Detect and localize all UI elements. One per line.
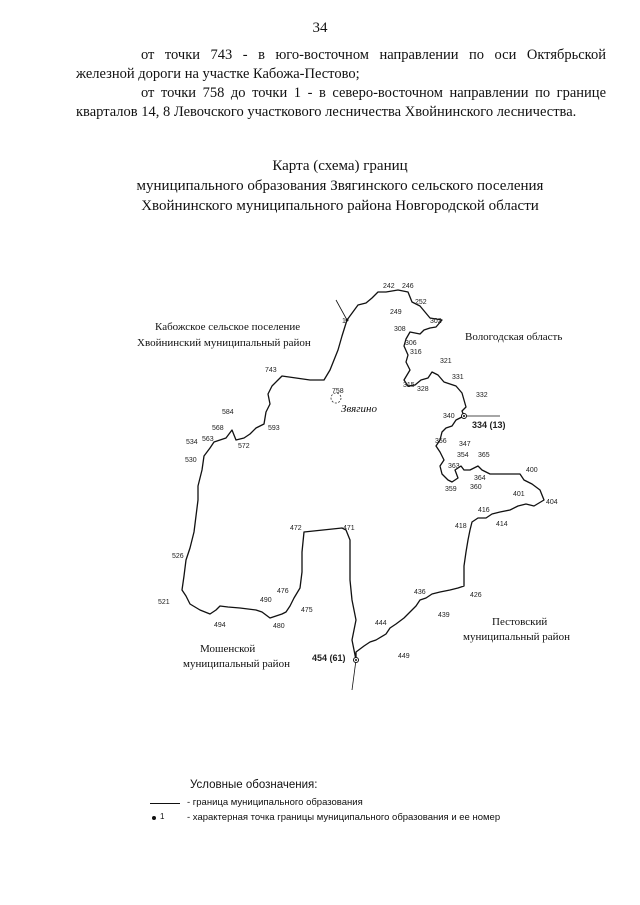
legend-point-number: 1 [160, 812, 165, 821]
point-label: 475 [301, 607, 313, 614]
municipal-boundary-line [181, 289, 545, 661]
point-label: 444 [375, 620, 387, 627]
point-label: 363 [448, 463, 460, 470]
point-label: 743 [265, 367, 277, 374]
point-label: 584 [222, 409, 234, 416]
point-label: 252 [415, 299, 427, 306]
map-title-line-3: Хвойнинского муниципального района Новго… [141, 198, 539, 214]
point-label: 328 [417, 386, 429, 393]
region-kabozha-line2: Хвойнинский муниципальный район [137, 337, 311, 349]
point-marker-1 [345, 318, 349, 322]
point-marker-334-dot [463, 415, 465, 417]
point-label: 472 [290, 525, 302, 532]
settlement-label: Звягино [341, 403, 377, 415]
settlement-marker [330, 392, 342, 404]
point-label: 246 [402, 283, 414, 290]
point-label: 534 [186, 439, 198, 446]
point-label: 331 [452, 374, 464, 381]
point-label: 242 [383, 283, 395, 290]
point-label: 480 [273, 623, 285, 630]
region-vologda: Вологодская область [465, 331, 562, 343]
point-label: 526 [172, 553, 184, 560]
point-label: 249 [390, 309, 402, 316]
point-label: 436 [414, 589, 426, 596]
point-label: 306 [405, 340, 417, 347]
legend-point-symbol [152, 816, 156, 820]
point-label: 530 [185, 457, 197, 464]
point-label: 360 [470, 484, 482, 491]
map-title-line-2: муниципального образования Звягинского с… [136, 178, 544, 194]
point-label: 758 [332, 388, 344, 395]
point-label: 347 [459, 441, 471, 448]
point-label: 354 [457, 452, 469, 459]
point-label: 315 [403, 382, 415, 389]
point-label: 471 [343, 525, 355, 532]
point-label: 365 [478, 452, 490, 459]
point-label: 449 [398, 653, 410, 660]
point-label: 340 [443, 413, 455, 420]
legend-boundary-line-symbol [150, 803, 180, 804]
point-label: 359 [445, 486, 457, 493]
legend-point-desc: - характерная точка границы муниципально… [187, 812, 501, 823]
paragraph-1: от точки 743 - в юго-восточном направлен… [76, 47, 606, 82]
point-label: 563 [202, 436, 214, 443]
extension-line-south [351, 659, 357, 691]
point-label: 476 [277, 588, 289, 595]
point-label: 572 [238, 443, 250, 450]
point-label: 568 [212, 425, 224, 432]
point-labels: 1 242 246 252 249 302 308 306 316 321 33… [158, 283, 558, 663]
point-label-bold: 454 (61) [312, 653, 346, 663]
point-label: 332 [476, 392, 488, 399]
region-moshenskoy-line1: Мошенской [200, 643, 255, 655]
point-marker-454-dot [355, 659, 357, 661]
point-label: 416 [478, 507, 490, 514]
point-label: 356 [435, 438, 447, 445]
paragraph-2: от точки 758 до точки 1 - в северо-восто… [76, 85, 606, 120]
point-label-bold: 334 (13) [472, 420, 506, 430]
legend-boundary-desc: - граница муниципального образования [187, 797, 363, 808]
point-label: 494 [214, 622, 226, 629]
point-label: 593 [268, 425, 280, 432]
region-kabozha-line1: Кабожское сельское поселение [155, 321, 300, 333]
point-label: 418 [455, 523, 467, 530]
point-label: 302 [430, 318, 442, 325]
region-moshenskoy-line2: муниципальный район [183, 658, 290, 670]
point-label: 316 [410, 349, 422, 356]
point-label: 401 [513, 491, 525, 498]
point-label: 426 [470, 592, 482, 599]
legend-title: Условные обозначения: [190, 779, 318, 791]
point-label: 364 [474, 475, 486, 482]
page-number: 34 [312, 20, 328, 36]
point-label: 1 [342, 318, 346, 325]
region-pestovo-line1: Пестовский [492, 616, 547, 628]
map-title-line-1: Карта (схема) границ [272, 158, 408, 174]
point-label: 521 [158, 599, 170, 606]
extension-line-north [335, 299, 348, 321]
point-label: 490 [260, 597, 272, 604]
point-label: 400 [526, 467, 538, 474]
point-label: 414 [496, 521, 508, 528]
point-label: 308 [394, 326, 406, 333]
point-label: 404 [546, 499, 558, 506]
region-pestovo-line2: муниципальный район [463, 631, 570, 643]
point-label: 321 [440, 358, 452, 365]
point-label: 439 [438, 612, 450, 619]
